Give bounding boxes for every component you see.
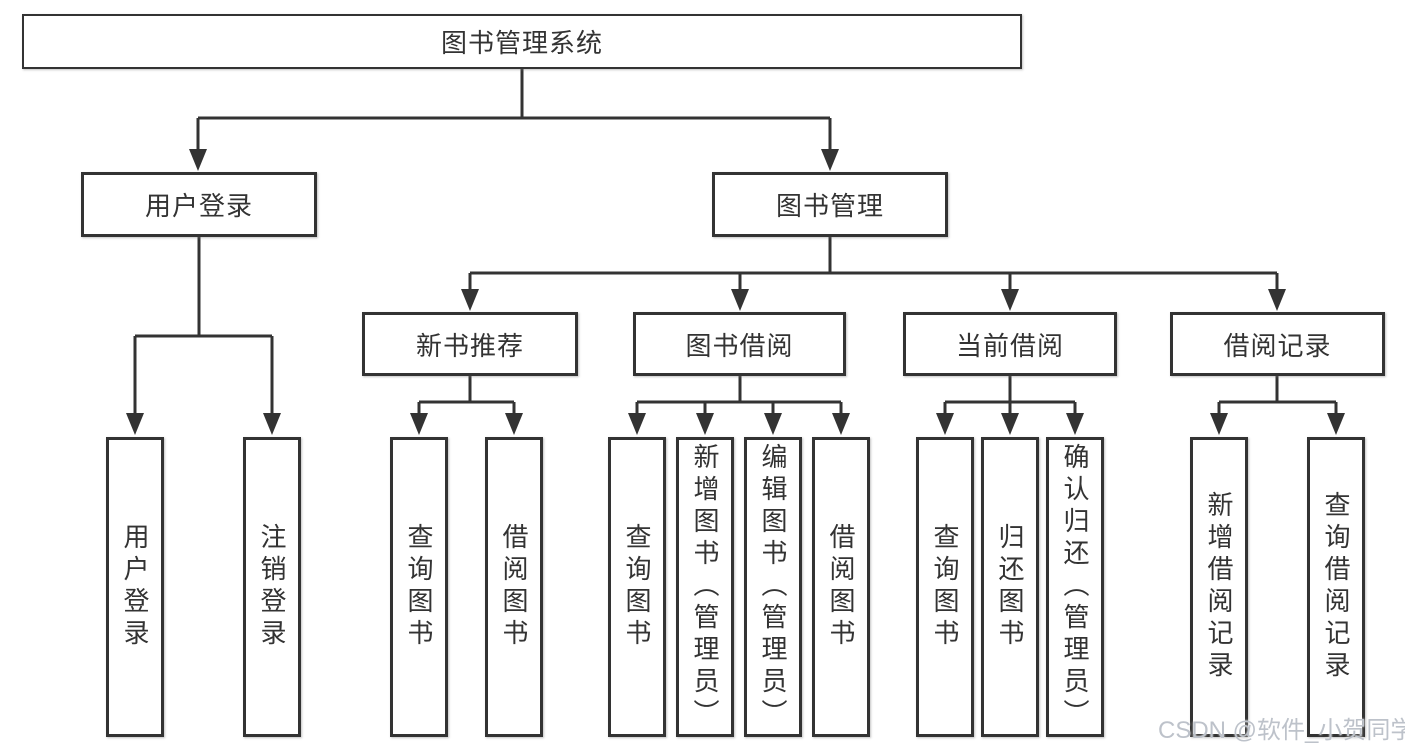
leaf-borrow-add-books-admin: 新增图书（管理员） <box>676 437 734 737</box>
leaf-borrow-borrow-books: 借阅图书 <box>812 437 870 737</box>
leaf-recommend-borrow-books: 借阅图书 <box>485 437 543 737</box>
leaf-borrow-query-books: 查询图书 <box>608 437 666 737</box>
leaf-user-login: 用户登录 <box>106 437 164 737</box>
leaf-records-add-record: 新增借阅记录 <box>1190 437 1248 737</box>
node-borrow-records: 借阅记录 <box>1170 312 1385 376</box>
leaf-current-confirm-return-admin: 确认归还（管理员） <box>1046 437 1104 737</box>
leaf-borrow-edit-books-admin: 编辑图书（管理员） <box>744 437 802 737</box>
leaf-user-logout: 注销登录 <box>243 437 301 737</box>
leaf-current-query-books: 查询图书 <box>916 437 974 737</box>
node-book-borrow: 图书借阅 <box>633 312 846 376</box>
node-new-book-recommend: 新书推荐 <box>362 312 578 376</box>
csdn-watermark: CSDN @软件_小贺同学 <box>1158 717 1405 744</box>
node-root: 图书管理系统 <box>22 14 1022 69</box>
node-user-login: 用户登录 <box>81 172 317 237</box>
arrowheads <box>126 149 1345 435</box>
node-book-management: 图书管理 <box>712 172 948 237</box>
leaf-records-query-record: 查询借阅记录 <box>1307 437 1365 737</box>
leaf-recommend-query-books: 查询图书 <box>390 437 448 737</box>
leaf-current-return-books: 归还图书 <box>981 437 1039 737</box>
node-current-borrow: 当前借阅 <box>903 312 1117 376</box>
